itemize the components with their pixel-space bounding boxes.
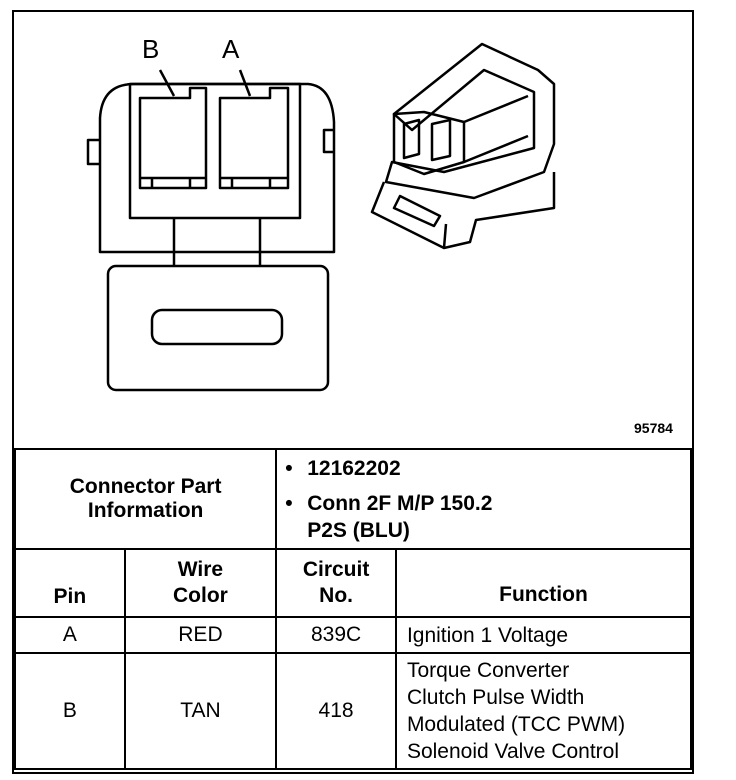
table-row: A RED 839C Ignition 1 Voltage <box>14 616 693 654</box>
row-a-color: RED <box>123 616 278 654</box>
connector-info-table: Connector Part Information •12162202 •Co… <box>13 448 693 770</box>
row-a-circuit: 839C <box>275 616 397 654</box>
header-pin: Pin <box>14 548 126 618</box>
connector-right-tab <box>322 128 334 154</box>
connector-drawing <box>86 42 556 392</box>
header-function: Function <box>394 548 693 618</box>
cavity-b <box>138 86 208 190</box>
connector-sheet: B A 95784 Connector Part Information •12… <box>12 10 694 774</box>
cavity-a <box>218 86 290 190</box>
row-a-pin: A <box>14 616 126 654</box>
pin-label-a: A <box>222 34 240 64</box>
row-b-circuit: 418 <box>275 652 397 770</box>
connector-part-label: Connector Part Information <box>13 448 278 550</box>
connector-iso-view <box>384 42 556 200</box>
pin-label-b: B <box>142 34 160 64</box>
part-number-item: •12162202 <box>285 456 401 480</box>
row-b-pin: B <box>14 652 126 770</box>
connector-description-item: •Conn 2F M/P 150.2 <box>285 491 493 515</box>
connector-part-row: Connector Part Information •12162202 •Co… <box>13 448 692 550</box>
connector-left-tab <box>86 138 100 166</box>
row-a-function: Ignition 1 Voltage <box>394 616 693 654</box>
connector-part-list: •12162202 •Conn 2F M/P 150.2 P2S (BLU) <box>275 448 692 550</box>
figure-number: 95784 <box>634 420 673 436</box>
row-b-color: TAN <box>123 652 278 770</box>
connector-front-body <box>98 82 336 254</box>
connector-latch <box>106 264 330 392</box>
table-row: B TAN 418 Torque Converter Clutch Pulse … <box>14 652 693 770</box>
connector-diagram: B A 95784 <box>14 12 692 448</box>
row-b-function: Torque Converter Clutch Pulse Width Modu… <box>394 652 693 770</box>
